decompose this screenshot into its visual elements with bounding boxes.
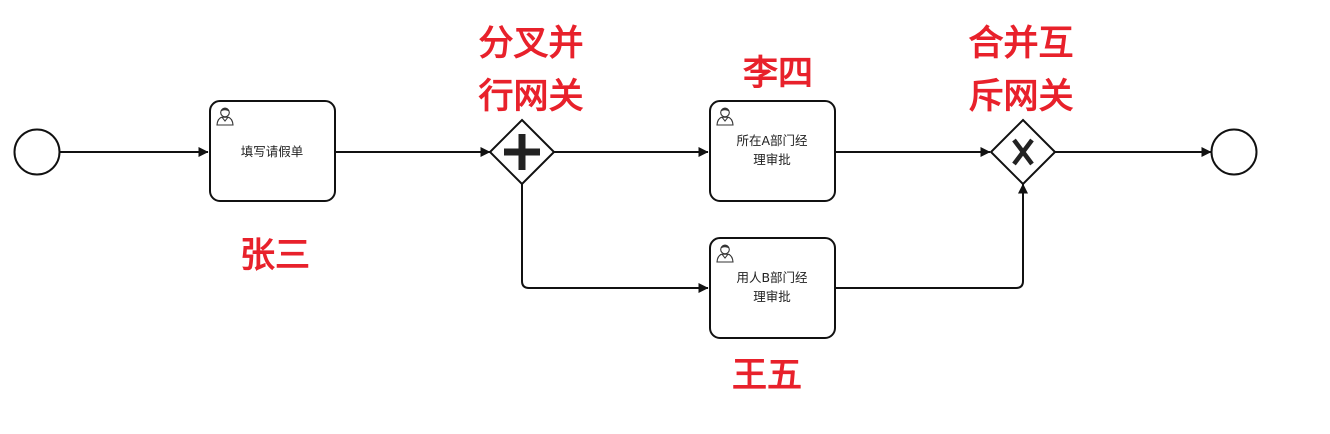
- task-label-line-2: 理审批: [753, 152, 791, 167]
- plus-icon: [504, 134, 540, 170]
- flow-dept-b-to-exclusive-gateway[interactable]: [835, 183, 1028, 289]
- task-label-line-1: 填写请假单: [241, 144, 304, 159]
- assignee-label-task-2: 李四: [743, 54, 813, 94]
- annotations: 分叉并 行网关 合并互 斥网关 张三 李四 王五: [240, 24, 1074, 396]
- task-label-line-1: 用人B部门经: [736, 270, 808, 285]
- parallel-gateway-annotation-line-1: 分叉并: [478, 24, 583, 64]
- task-label-line-2: 理审批: [753, 289, 791, 304]
- end-event[interactable]: [1210, 128, 1258, 176]
- assignee-label-task-1: 张三: [240, 236, 310, 276]
- flow-parallel-gateway-to-dept-b[interactable]: [521, 183, 709, 293]
- sequence-flows: [60, 147, 1212, 293]
- exclusive-gateway-annotation-line-1: 合并互: [968, 24, 1073, 64]
- user-task-dept-a-approval[interactable]: 所在A部门经 理审批: [709, 100, 836, 202]
- assignee-label-task-3: 王五: [732, 356, 802, 396]
- user-task-dept-b-approval[interactable]: 用人B部门经 理审批: [709, 237, 836, 339]
- user-task-fill-leave-form[interactable]: 填写请假单: [209, 100, 336, 202]
- parallel-gateway-annotation-line-2: 行网关: [478, 77, 583, 117]
- x-icon: [1012, 138, 1034, 166]
- parallel-gateway[interactable]: [488, 118, 556, 186]
- task-label-line-1: 所在A部门经: [736, 133, 808, 148]
- start-event[interactable]: [13, 128, 61, 176]
- exclusive-gateway-annotation-line-2: 斥网关: [968, 77, 1073, 117]
- exclusive-gateway[interactable]: [989, 118, 1057, 186]
